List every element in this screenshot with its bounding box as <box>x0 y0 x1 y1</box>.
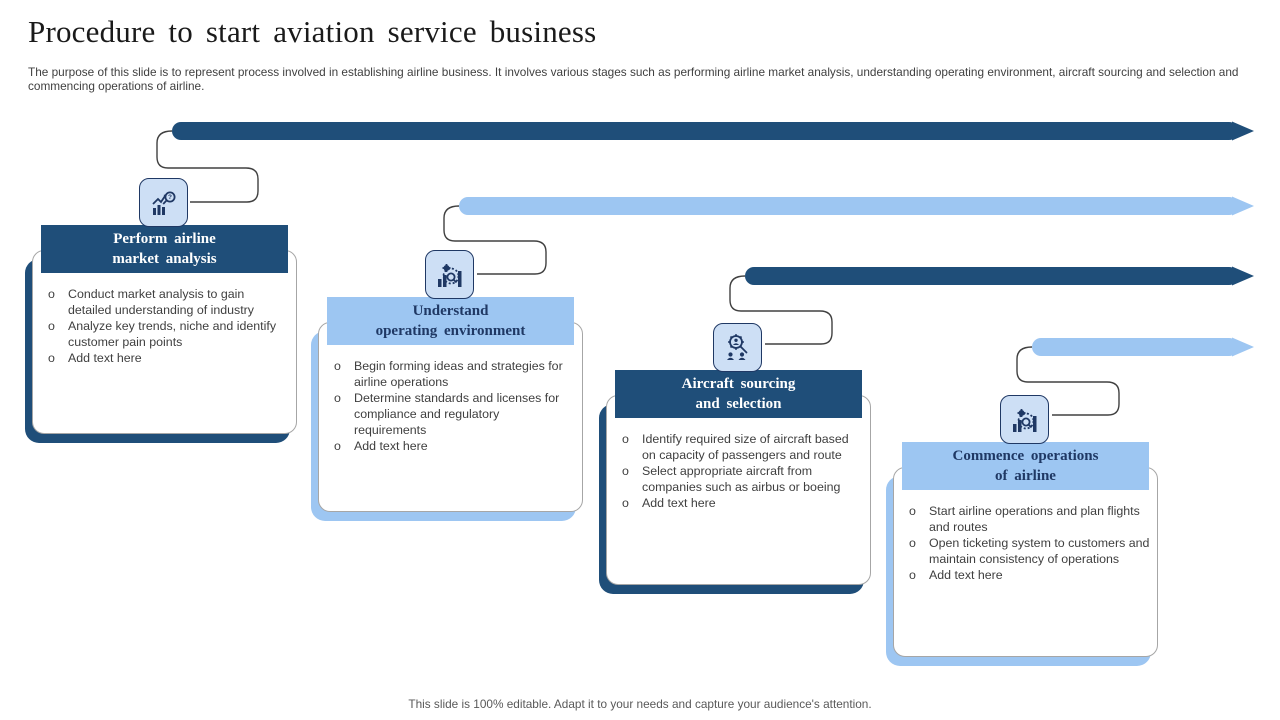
arrow-stage-3 <box>745 266 1254 286</box>
stage-title-line2: operating environment <box>375 323 526 339</box>
bullet-item: Add text here <box>907 567 1150 583</box>
editable-note: This slide is 100% editable. Adapt it to… <box>408 697 872 711</box>
stage-bullet-list: Start airline operations and plan flight… <box>907 503 1150 583</box>
connector-line-1 <box>156 130 259 203</box>
stage-title-line2: and selection <box>695 396 782 412</box>
page-title: Procedure to start aviation service busi… <box>28 14 597 49</box>
aircraft-sourcing-icon <box>713 323 762 372</box>
stage-title-line1: Aircraft sourcing <box>681 376 796 392</box>
stage-title-line2: of airline <box>995 468 1056 484</box>
stage-card-perform-market-analysis: ? Perform airline market analysis Conduc… <box>25 178 297 443</box>
operating-environment-icon <box>425 250 474 299</box>
market-analysis-icon: ? <box>139 178 188 227</box>
arrow-stage-2 <box>459 196 1254 216</box>
stage-title-line2: market analysis <box>112 251 217 267</box>
stage-card-understand-environment: Understand operating environment Begin f… <box>311 250 583 521</box>
stage-header: Understand operating environment <box>327 297 574 345</box>
stage-title-line1: Understand <box>412 303 489 319</box>
bullet-item: Conduct market analysis to gain detailed… <box>46 286 289 318</box>
bullet-item: Begin forming ideas and strategies for a… <box>332 358 575 390</box>
arrow-stage-1 <box>172 121 1254 141</box>
stage-bullet-list: Conduct market analysis to gain detailed… <box>46 286 289 366</box>
bullet-item: Add text here <box>46 350 289 366</box>
bullet-item: Add text here <box>332 438 575 454</box>
bullet-item: Analyze key trends, niche and identify c… <box>46 318 289 350</box>
connector-line-2 <box>443 205 547 275</box>
bullet-item: Open ticketing system to customers and m… <box>907 535 1150 567</box>
stage-title-line1: Commence operations <box>952 448 1099 464</box>
stage-card-commence-operations: Commence operations of airline Start air… <box>886 395 1158 666</box>
arrow-stage-4 <box>1032 337 1254 357</box>
stage-header: Perform airline market analysis <box>41 225 288 273</box>
stage-bullet-list: Begin forming ideas and strategies for a… <box>332 358 575 454</box>
stage-title-line1: Perform airline <box>113 231 216 247</box>
stage-header: Aircraft sourcing and selection <box>615 370 862 418</box>
commence-operations-icon <box>1000 395 1049 444</box>
bullet-item: Select appropriate aircraft from compani… <box>620 463 863 495</box>
stage-header: Commence operations of airline <box>902 442 1149 490</box>
bullet-item: Determine standards and licenses for com… <box>332 390 575 438</box>
bullet-item: Start airline operations and plan flight… <box>907 503 1150 535</box>
stage-bullet-list: Identify required size of aircraft based… <box>620 431 863 511</box>
connector-line-3 <box>729 275 833 345</box>
bullet-item: Identify required size of aircraft based… <box>620 431 863 463</box>
connector-line-4 <box>1016 346 1120 416</box>
slide-description: The purpose of this slide is to represen… <box>28 65 1239 93</box>
svg-text:?: ? <box>168 194 172 201</box>
stage-card-aircraft-sourcing: Aircraft sourcing and selection Identify… <box>599 323 871 594</box>
bullet-item: Add text here <box>620 495 863 511</box>
